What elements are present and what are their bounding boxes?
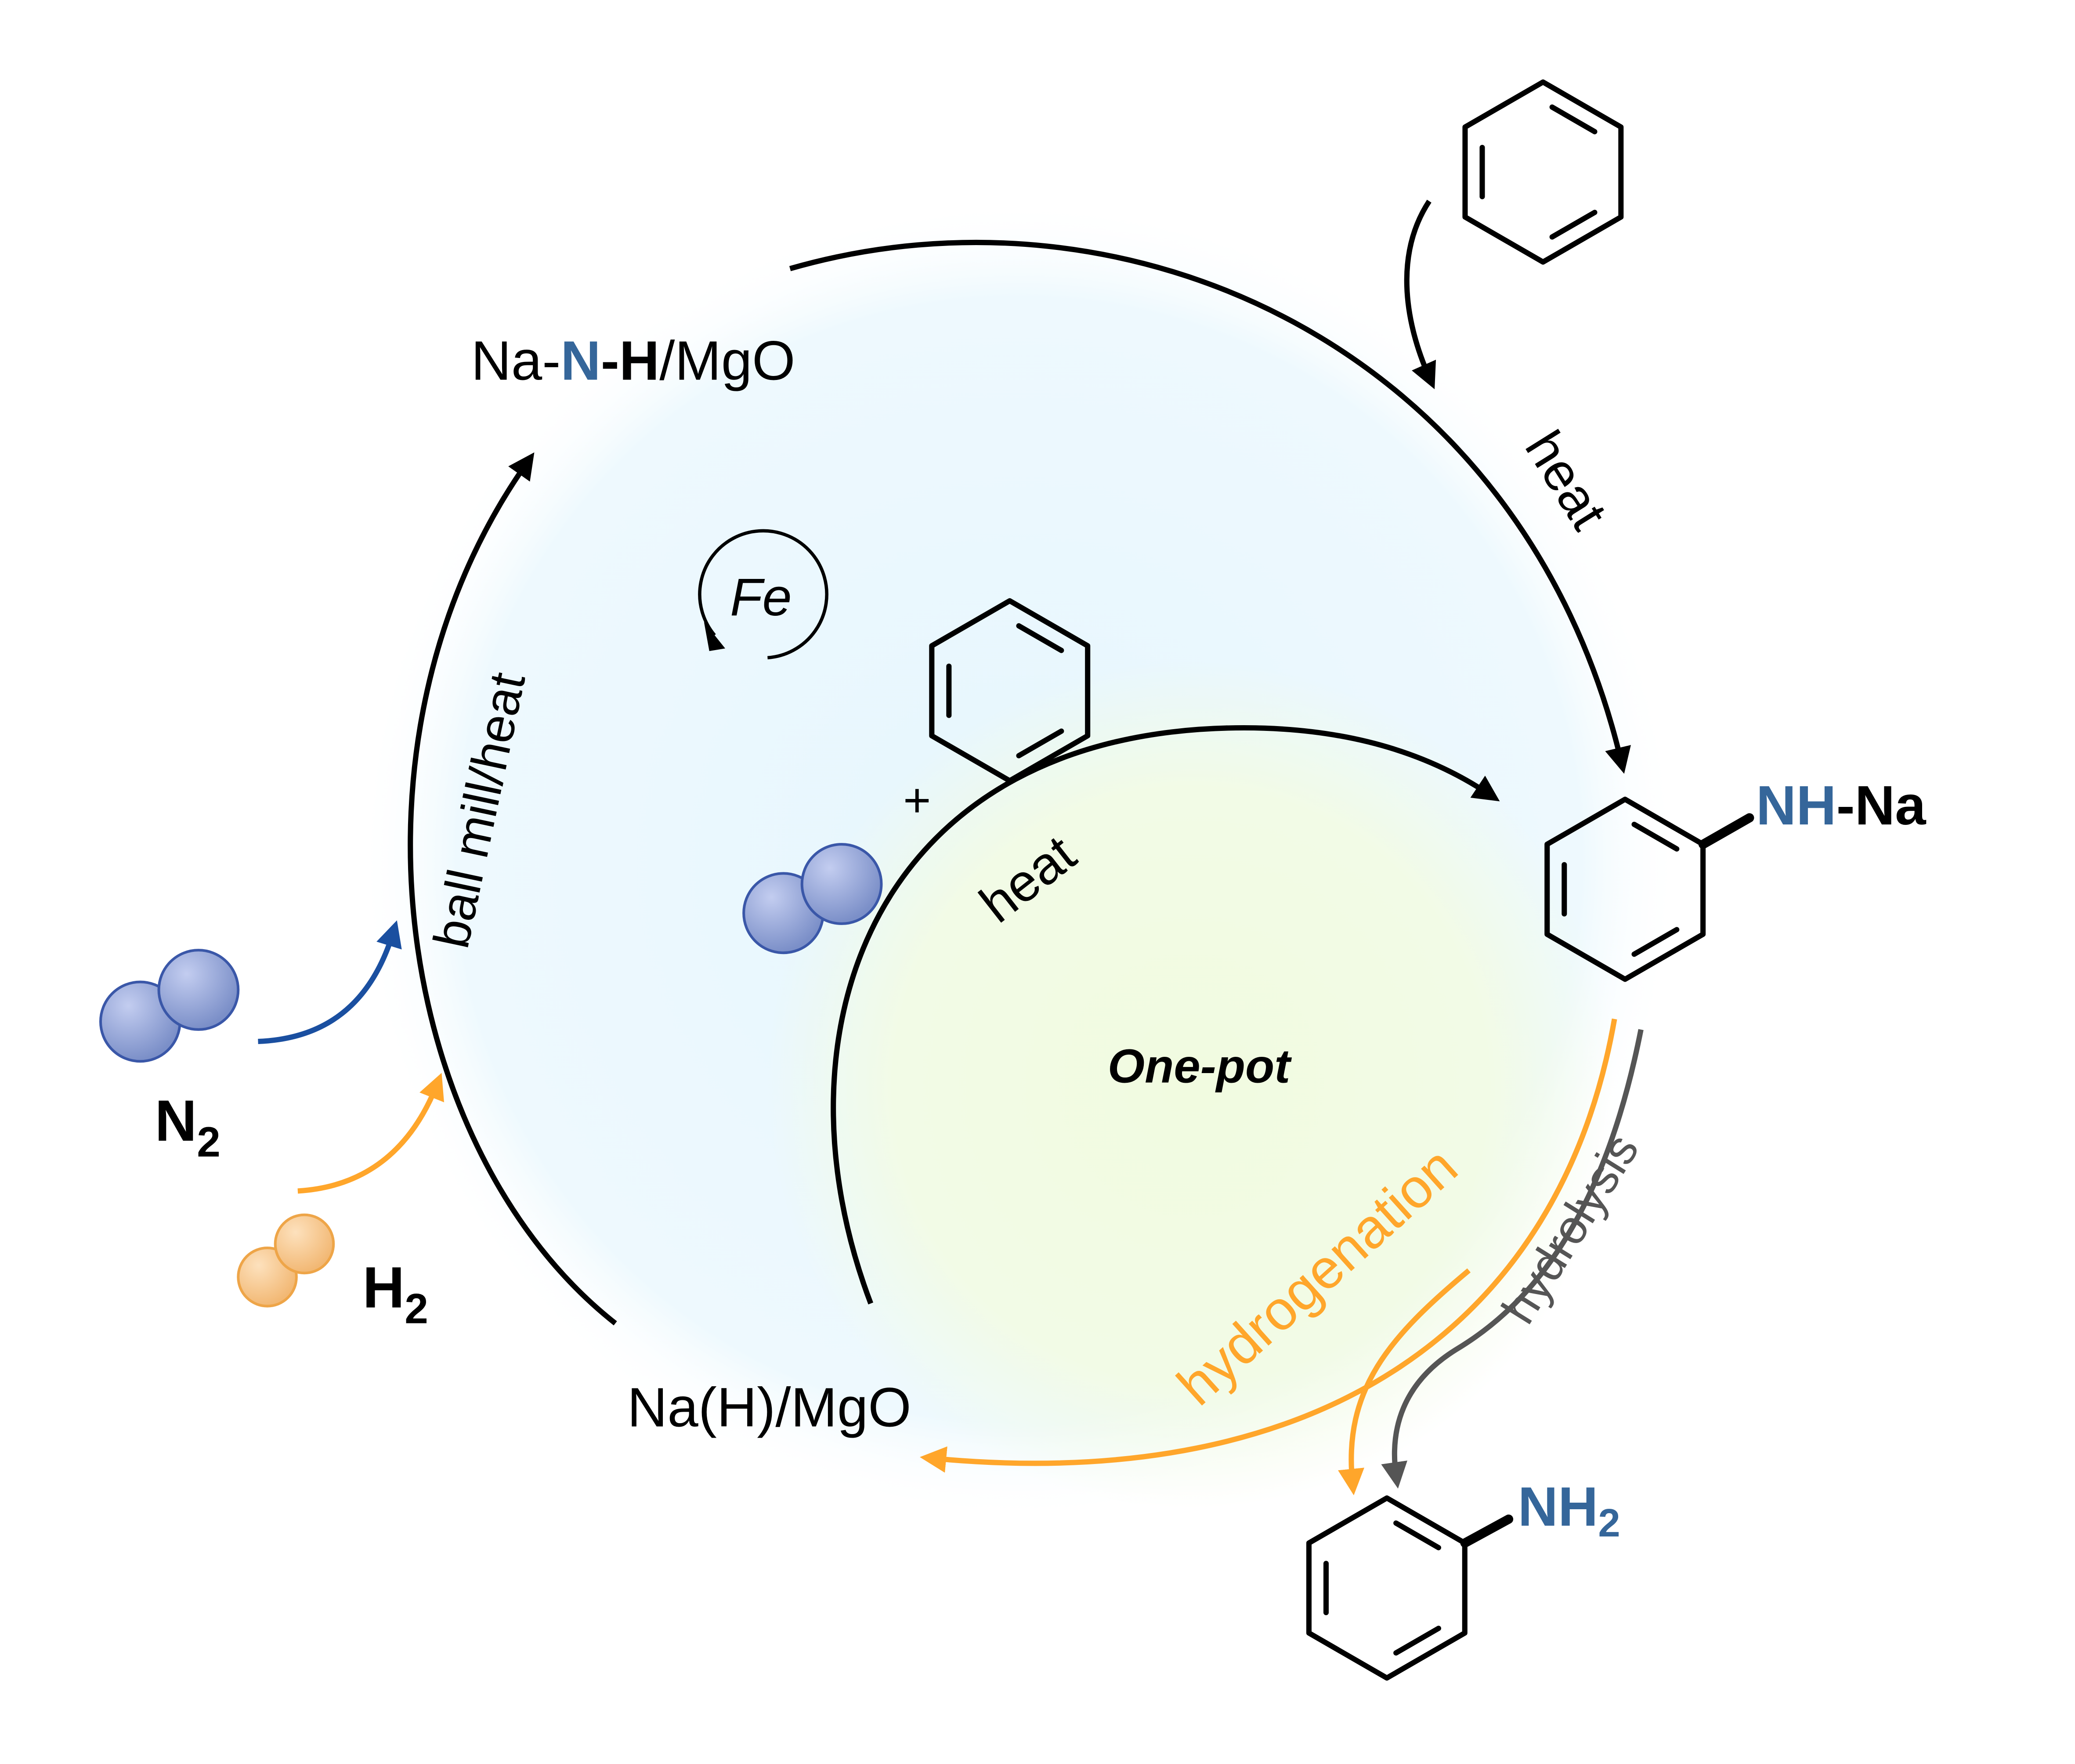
na-n-h-mgo-label: Na-N-H/MgO (471, 329, 795, 392)
n2-feed-arrow (258, 920, 402, 1045)
fe-label: Fe (730, 568, 792, 627)
h2-molecule-icon (237, 1213, 335, 1308)
h2-feed-arrow (297, 1073, 444, 1194)
double-bond (1549, 210, 1598, 240)
benzene-center-icon (929, 598, 1091, 784)
top-arc-arrow (789, 240, 1631, 774)
double-bond (1631, 927, 1680, 957)
one-pot-background (767, 662, 1615, 1509)
double-bond (1016, 728, 1064, 759)
benzene-top-icon (1462, 79, 1624, 265)
plus-sign: + (903, 774, 931, 827)
hydrogenation-arrow (919, 1018, 1617, 1473)
double-bond (1393, 1520, 1442, 1551)
left-arc-arrow (408, 452, 617, 1326)
n2-molecule-center-icon (742, 843, 883, 954)
n2-molecule-icon (99, 949, 240, 1063)
one-pot-label: One-pot (1108, 1039, 1292, 1092)
inner-arc-arrow (831, 725, 1500, 1305)
benzene-feed-arrow (1404, 199, 1436, 390)
nh-na-label: NH-Na (1756, 774, 1927, 836)
nh-na-bond (1698, 813, 1754, 849)
fe-cycle-arrowhead-icon (704, 622, 725, 651)
nh2-label: NH2 (1518, 1475, 1620, 1545)
double-bond (1631, 821, 1680, 852)
double-bond (1016, 623, 1064, 653)
hydrogenation-product-arrow (1338, 1268, 1471, 1496)
n2-label: N2 (155, 1088, 220, 1166)
h2-label: H2 (362, 1255, 428, 1333)
aniline-ring-icon (1306, 1495, 1468, 1681)
na-h-mgo-label: Na(H)/MgO (627, 1376, 911, 1439)
nh2-bond (1460, 1515, 1514, 1548)
double-bond (1393, 1626, 1442, 1656)
fe-cycle-arrow (698, 529, 828, 660)
double-bond (1549, 104, 1598, 134)
hydrolysis-arrow (1381, 1029, 1644, 1489)
